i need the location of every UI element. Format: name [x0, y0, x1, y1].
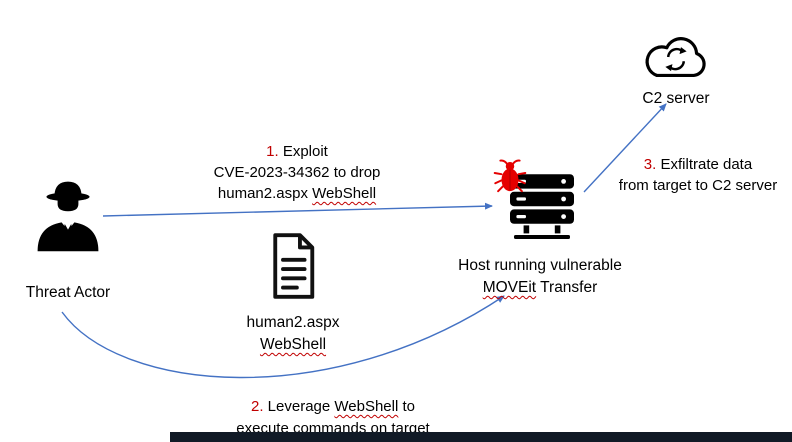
cloud-sync-icon: [645, 37, 706, 78]
c2-server-label: C2 server: [626, 88, 726, 110]
step1-line1-text: Exploit: [278, 143, 328, 160]
step1-line3-file: human2.aspx: [217, 185, 313, 202]
bottom-edge-bar: [170, 432, 792, 442]
server-icon: [510, 174, 574, 239]
threat-actor-label-text: Threat Actor: [25, 284, 111, 301]
webshell-file-node: [266, 228, 320, 304]
threat-actor-node: [28, 164, 108, 268]
spy-icon: [37, 181, 99, 252]
c2-server-label-text: C2 server: [642, 90, 710, 107]
step3-line1: 3. Exfiltrate data: [608, 154, 788, 175]
bug-icon: [493, 159, 527, 193]
document-icon: [273, 233, 315, 299]
step3-number: 3.: [643, 156, 657, 173]
moveit-host-line1: Host running vulnerable: [458, 257, 622, 274]
step2-line1-c: to: [398, 398, 416, 415]
step1-line1: 1. Exploit: [177, 141, 417, 162]
step2-line1-webshell: WebShell: [334, 398, 399, 415]
step1-line3: human2.aspx WebShell: [177, 183, 417, 204]
c2-server-node: [637, 28, 715, 86]
step3-line2: from target to C2 server: [618, 177, 778, 194]
moveit-host-node: [506, 172, 578, 242]
moveit-host-product: MOVEit: [482, 279, 537, 296]
bug-overlay: [493, 157, 527, 197]
step3-annotation: 3. Exfiltrate data from target to C2 ser…: [608, 154, 788, 196]
step3-line1-text: Exfiltrate data: [656, 156, 753, 173]
step2-number: 2.: [250, 398, 264, 415]
step2-line1-a: Leverage: [263, 398, 335, 415]
moveit-host-line2-rest: Transfer: [536, 279, 598, 296]
arrow-step1: [102, 202, 493, 217]
webshell-file-type: WebShell: [225, 334, 361, 356]
moveit-host-label: Host running vulnerable MOVEit Transfer: [430, 255, 650, 299]
webshell-file-label: human2.aspx WebShell: [225, 312, 361, 356]
step1-number: 1.: [266, 143, 279, 160]
webshell-file-type-text: WebShell: [259, 336, 327, 353]
threat-actor-label: Threat Actor: [0, 282, 136, 304]
webshell-file-name: human2.aspx: [246, 314, 340, 331]
step2-line1: 2. Leverage WebShell to: [203, 396, 463, 418]
step1-line2: CVE-2023-34362 to drop: [213, 164, 381, 181]
step1-annotation: 1. Exploit CVE-2023-34362 to drop human2…: [177, 141, 417, 204]
step1-line3-webshell: WebShell: [312, 185, 377, 202]
moveit-host-line2: MOVEit Transfer: [430, 277, 650, 299]
